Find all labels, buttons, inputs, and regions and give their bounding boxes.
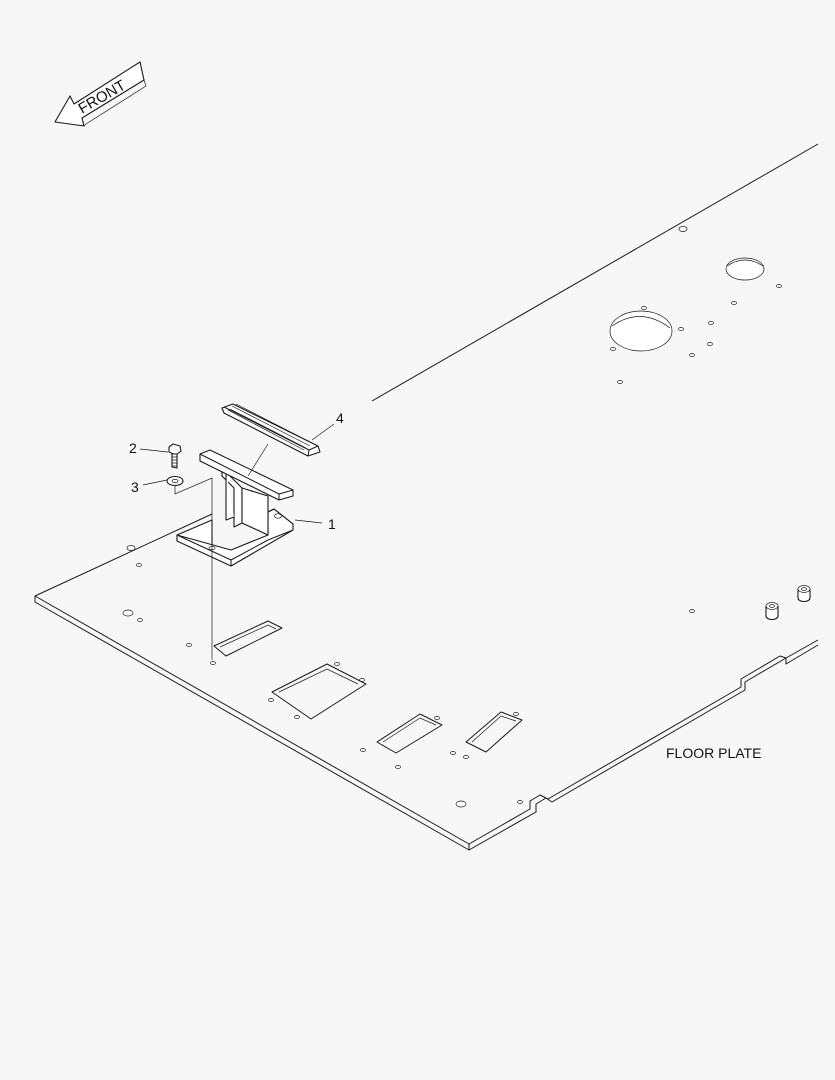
callout-4: 4	[336, 410, 344, 426]
floor-plate: FLOOR PLATE	[34, 143, 819, 851]
floor-plate-label: FLOOR PLATE	[666, 745, 761, 761]
round-cutout	[725, 257, 765, 281]
floor-plate-outline	[34, 513, 819, 851]
round-cutout	[609, 310, 673, 352]
pedal-pad	[221, 403, 321, 457]
callout-3: 3	[131, 479, 139, 495]
rectangular-cutouts	[213, 620, 523, 754]
callout-1: 1	[328, 516, 336, 532]
callouts: 1 2 3 4	[129, 410, 344, 532]
bolt	[168, 443, 182, 469]
mounting-holes	[122, 226, 782, 808]
studs	[765, 585, 811, 621]
assembly-lines	[174, 443, 269, 660]
pedal-bracket	[176, 449, 294, 567]
callout-2: 2	[129, 440, 137, 456]
floor-plate-far-edge	[371, 143, 819, 402]
front-arrow-label: FRONT	[76, 77, 129, 118]
front-arrow: FRONT	[54, 61, 147, 127]
front-arrow-icon	[54, 61, 145, 127]
washer	[166, 475, 184, 487]
